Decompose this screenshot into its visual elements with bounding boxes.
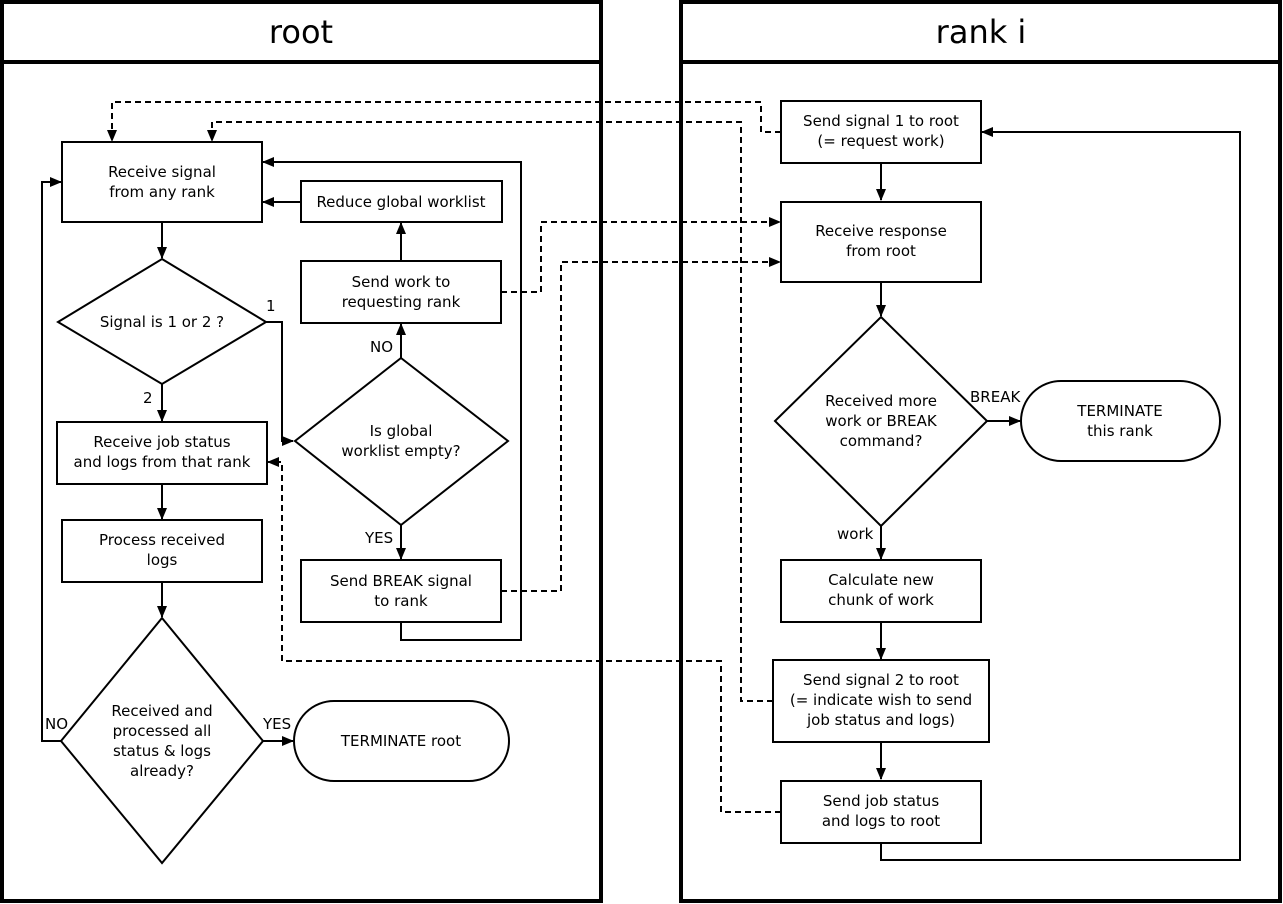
all-processed-decision-label-line: processed all (113, 722, 212, 740)
response-decision-label: Received more work or BREAK command? (825, 392, 938, 450)
all-processed-decision-label-line: status & logs (113, 742, 211, 760)
send-break-box: Send BREAK signal to rank (300, 559, 502, 623)
signal-decision-label: Signal is 1 or 2 ? (100, 313, 224, 331)
send-signal-1-label-line: Send signal 1 to root (803, 112, 959, 130)
edge-label-empty-yes: YES (364, 529, 393, 547)
message-send-work (501, 217, 781, 293)
reduce-worklist-label-line: Reduce global worklist (316, 193, 485, 211)
receive-status-label-line: and logs from that rank (74, 453, 251, 471)
receive-signal-label: Receive signal from any rank (108, 163, 216, 201)
edge-labels: 1 2 NO YES NO YES BREAK work (45, 297, 1021, 733)
send-work-label: Send work to requesting rank (342, 273, 461, 311)
edge-label-response-break: BREAK (970, 388, 1021, 406)
terminate-label: TERMINATE this rank (1076, 402, 1162, 440)
edge-label-processed-yes: YES (262, 715, 291, 733)
terminate-label-line: TERMINATE (1076, 402, 1162, 420)
receive-signal-label-line: Receive signal (108, 163, 216, 181)
terminate-label-line: this rank (1087, 422, 1153, 440)
response-decision-label-line: Received more (825, 392, 937, 410)
send-signal-2-box: Send signal 2 to root (= indicate wish to… (772, 659, 990, 743)
all-processed-decision-label-line: already? (130, 762, 194, 780)
send-break-label-line: to rank (374, 592, 428, 610)
receive-response-label-line: Receive response (815, 222, 947, 240)
rank-lane-title: rank i (936, 13, 1027, 51)
message-signal-1 (107, 101, 781, 142)
edge-label-empty-no: NO (370, 338, 393, 356)
process-logs-label: Process received logs (99, 531, 225, 569)
all-processed-decision-diamond: Received and processed all status & logs al… (59, 616, 265, 865)
receive-response-label-line: from root (846, 242, 916, 260)
signal-decision-diamond: Signal is 1 or 2 ? (56, 257, 268, 386)
send-work-label-line: Send work to (352, 273, 451, 291)
send-work-box: Send work to requesting rank (300, 260, 502, 324)
calculate-work-label: Calculate new chunk of work (828, 571, 934, 609)
dashed-connectors (107, 101, 781, 813)
send-signal-2-label-line: Send signal 2 to root (803, 671, 959, 689)
all-processed-decision-label: Received and processed all status & logs al… (111, 702, 212, 780)
process-logs-label-line: logs (147, 551, 178, 569)
root-lane: root (0, 0, 603, 903)
send-break-label-line: Send BREAK signal (330, 572, 472, 590)
send-status-label-line: Send job status (823, 792, 939, 810)
worklist-decision-label-line: worklist empty? (341, 442, 460, 460)
receive-status-label: Receive job status and logs from that ran… (74, 433, 251, 471)
receive-signal-box: Receive signal from any rank (61, 141, 263, 223)
process-logs-box: Process received logs (61, 519, 263, 583)
send-status-label: Send job status and logs to root (822, 792, 940, 830)
message-signal-2 (207, 121, 773, 702)
send-signal-1-box: Send signal 1 to root (= request work) (780, 100, 982, 164)
message-send-break (501, 257, 781, 592)
reduce-worklist-box: Reduce global worklist (300, 180, 503, 223)
arrow-send-status-loop (880, 127, 1241, 861)
receive-response-label: Receive response from root (815, 222, 947, 260)
calculate-work-box: Calculate new chunk of work (780, 559, 982, 623)
signal-decision-label-line: Signal is 1 or 2 ? (100, 313, 224, 331)
send-signal-2-label: Send signal 2 to root (= indicate wish to… (790, 671, 972, 729)
calculate-work-label-line: Calculate new (828, 571, 934, 589)
worklist-decision-diamond: Is global worklist empty? (293, 356, 510, 527)
response-decision-label-line: command? (840, 432, 923, 450)
arrow-signal-1-to-worklist-decision (266, 321, 294, 446)
send-signal-2-label-line: (= indicate wish to send (790, 691, 972, 709)
send-signal-1-label: Send signal 1 to root (= request work) (803, 112, 959, 150)
send-break-label: Send BREAK signal to rank (330, 572, 472, 610)
send-status-box: Send job status and logs to root (780, 780, 982, 844)
arrow-send-break-loop (262, 157, 522, 641)
receive-status-box: Receive job status and logs from that ran… (56, 421, 268, 485)
response-decision-label-line: work or BREAK (825, 412, 938, 430)
arrow-processed-no-loop (41, 177, 62, 742)
send-signal-2-label-line: job status and logs) (806, 711, 955, 729)
terminate-label-line: TERMINATE root (340, 732, 461, 750)
worklist-decision-label: Is global worklist empty? (341, 422, 460, 460)
edge-label-signal-1: 1 (266, 297, 276, 315)
receive-status-label-line: Receive job status (93, 433, 230, 451)
send-status-label-line: and logs to root (822, 812, 940, 830)
response-decision-diamond: Received more work or BREAK command? (773, 315, 989, 528)
send-work-label-line: requesting rank (342, 293, 461, 311)
send-signal-1-label-line: (= request work) (817, 132, 944, 150)
receive-signal-label-line: from any rank (109, 183, 215, 201)
solid-connectors (41, 127, 1241, 861)
edge-label-signal-2: 2 (143, 389, 153, 407)
terminate-root-terminal: TERMINATE root (293, 700, 510, 782)
process-logs-label-line: Process received (99, 531, 225, 549)
edge-label-response-work: work (837, 525, 874, 543)
receive-response-box: Receive response from root (780, 201, 982, 283)
worklist-decision-label-line: Is global (370, 422, 433, 440)
rank-lane: rank i (679, 0, 1282, 903)
edge-label-processed-no: NO (45, 715, 68, 733)
terminate-rank-terminal: TERMINATE this rank (1020, 380, 1221, 462)
message-job-status (267, 457, 781, 813)
terminate-label: TERMINATE root (340, 732, 461, 750)
root-lane-title: root (269, 13, 333, 51)
all-processed-decision-label-line: Received and (111, 702, 212, 720)
calculate-work-label-line: chunk of work (828, 591, 934, 609)
reduce-worklist-label: Reduce global worklist (316, 193, 485, 211)
